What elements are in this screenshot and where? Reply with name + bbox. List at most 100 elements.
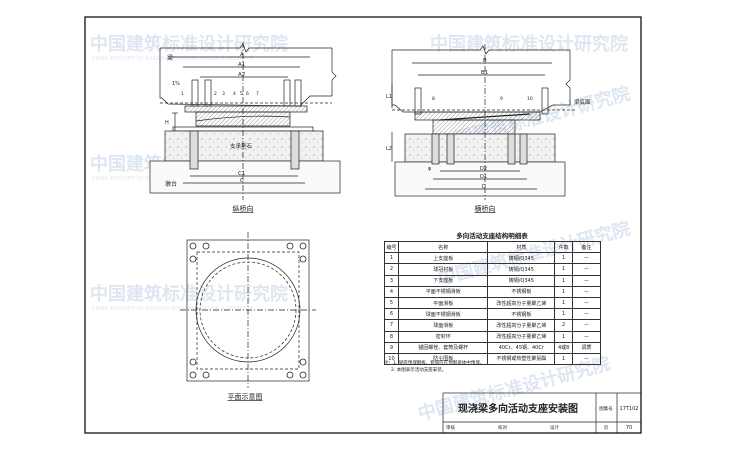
label-slope: 1% <box>172 81 180 87</box>
cell-no: 3 <box>384 274 399 287</box>
svg-text:7: 7 <box>256 91 259 97</box>
cell-material: 改性超高分子量聚乙烯 <box>487 319 556 332</box>
cell-no: 1 <box>384 252 399 265</box>
cell-material: 改性超高分子量聚乙烯 <box>487 330 556 343</box>
cell-remark: — <box>572 308 601 321</box>
cell-no: 5 <box>384 296 399 310</box>
cell-qty: 1 <box>554 308 574 321</box>
cell-qty: 2 <box>554 319 574 332</box>
svg-text:5: 5 <box>240 91 243 97</box>
svg-text:CHINA INSTITUTE OF BUILDING ST: CHINA INSTITUTE OF BUILDING STANDARD DES… <box>92 56 254 62</box>
svg-text:6: 6 <box>246 91 249 97</box>
svg-text:8: 8 <box>432 96 435 102</box>
cell-qty: 1 <box>554 252 574 265</box>
header-no: 编号 <box>384 240 399 254</box>
dim-d2: D2 <box>480 166 487 172</box>
cell-name: 锚固螺栓、套筒及螺杆 <box>397 341 489 354</box>
watermark: 中国建筑标准设计研究院 中国建筑标准设计研究院 中国建筑标准设计研究院 中国建筑… <box>90 33 633 425</box>
cell-remark: — <box>572 319 601 332</box>
svg-text:9: 9 <box>500 96 503 102</box>
dim-d1: D1 <box>480 174 487 180</box>
check-label: 校对 <box>498 424 507 431</box>
cell-name: 上支座板 <box>397 252 489 265</box>
cell-qty: 1 <box>554 330 574 343</box>
cell-material: 改性超高分子量聚乙烯 <box>487 296 556 310</box>
part-numbers: 1 2 3 4 5 6 7 <box>181 91 259 97</box>
page-label: 页 <box>604 425 609 431</box>
title-block <box>442 392 642 434</box>
cell-material: 不锈钢板 <box>487 308 556 321</box>
cell-remark: — <box>572 296 601 310</box>
cell-name: 球面不锈钢滑板 <box>397 308 489 321</box>
cell-material: 不锈钢或热塑性聚氨酯 <box>487 352 556 366</box>
design-label: 设计 <box>550 424 559 431</box>
cell-name: 防尘围板 <box>397 352 489 366</box>
svg-text:4: 4 <box>233 91 236 97</box>
page-number: 70 <box>626 425 632 431</box>
label-pedestal: 支承垫石 <box>230 142 253 150</box>
label-pier: 墩台 <box>165 180 177 188</box>
cell-remark: — <box>572 330 601 343</box>
cell-remark: 调质 <box>572 341 601 354</box>
svg-text:中国建筑标准设计研究院: 中国建筑标准设计研究院 <box>90 33 288 55</box>
cell-qty: 1 <box>554 352 574 366</box>
svg-text:中国建筑标准设计研究院: 中国建筑标准设计研究院 <box>430 33 628 55</box>
header-remark: 备注 <box>572 240 601 254</box>
cell-remark: — <box>572 274 601 287</box>
table-note-2: 2. 本图表示活动支座安装。 <box>391 366 446 373</box>
atlas-number: 17T102 <box>620 406 639 412</box>
dim-c: C <box>240 178 244 184</box>
cell-qty: 4或8 <box>554 341 574 354</box>
cell-material: 40Cr、45钢、40Cr <box>487 341 556 354</box>
dim-b: B <box>483 58 487 64</box>
cell-no: 2 <box>384 263 399 276</box>
longitudinal-elevation <box>149 42 341 200</box>
cell-remark: — <box>572 263 601 276</box>
cell-material: 不锈钢板 <box>487 285 556 298</box>
cell-qty: 1 <box>554 263 574 276</box>
cell-qty: 1 <box>554 274 574 287</box>
cell-material: 铸钢/Q345 <box>487 274 556 287</box>
anchor-bolts <box>189 79 302 170</box>
dim-a: A <box>240 52 244 58</box>
cell-no: 10 <box>384 352 399 366</box>
cell-name: 平面不锈钢滑板 <box>397 285 489 298</box>
cell-remark: — <box>572 285 601 298</box>
label-phi: φ <box>428 166 432 172</box>
cell-no: 7 <box>384 319 399 332</box>
cell-name: 密封环 <box>397 330 489 343</box>
drawing-title: 现浇梁多向活动支座安装图 <box>458 402 578 415</box>
dim-d: D <box>482 184 486 190</box>
header-qty: 件数 <box>554 240 574 254</box>
svg-text:2: 2 <box>214 91 217 97</box>
svg-text:中国建筑标准设计研究院: 中国建筑标准设计研究院 <box>90 283 288 305</box>
cell-no: 9 <box>384 341 399 354</box>
cell-no: 8 <box>384 330 399 343</box>
cell-no: 4 <box>384 285 399 298</box>
table-header-row: 编号 名称 材质 件数 备注 <box>384 240 601 254</box>
svg-text:3: 3 <box>222 91 225 97</box>
caption-plan: 平面示意图 <box>228 392 263 401</box>
caption-transverse: 横桥向 <box>475 204 496 213</box>
svg-text:1: 1 <box>181 91 184 97</box>
svg-text:10: 10 <box>527 96 533 102</box>
label-beam-bottom: 梁底面 <box>574 98 591 106</box>
cell-name: 下支座板 <box>397 274 489 287</box>
svg-text:CHINA INSTITUTE OF BUILDING ST: CHINA INSTITUTE OF BUILDING STANDARD DES… <box>92 306 254 312</box>
cell-no: 6 <box>384 308 399 321</box>
dim-b1: B1 <box>481 70 488 76</box>
dim-l1: L1 <box>386 94 392 100</box>
cell-name: 球面滑板 <box>397 319 489 332</box>
review-label: 审核 <box>446 424 455 431</box>
transverse-elevation <box>391 44 575 200</box>
